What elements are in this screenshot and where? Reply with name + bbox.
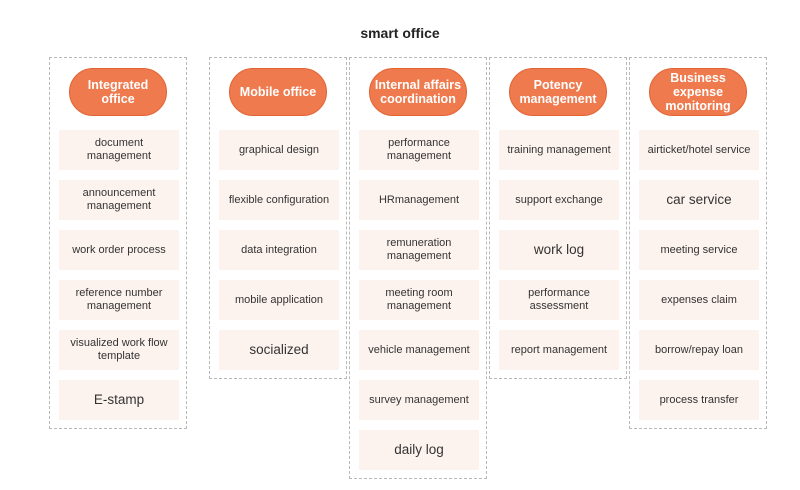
feature-item: mobile application (219, 280, 339, 320)
category-header: Business expense monitoring (649, 68, 747, 116)
feature-item: graphical design (219, 130, 339, 170)
feature-item: remuneration management (359, 230, 479, 270)
category-header: Mobile office (229, 68, 327, 116)
feature-item: borrow/repay loan (639, 330, 759, 370)
feature-item: car service (639, 180, 759, 220)
feature-item: HRmanagement (359, 180, 479, 220)
feature-item: document management (59, 130, 179, 170)
feature-item: data integration (219, 230, 339, 270)
feature-item: announcement management (59, 180, 179, 220)
feature-item: report management (499, 330, 619, 370)
feature-item: survey management (359, 380, 479, 420)
feature-item: meeting service (639, 230, 759, 270)
feature-item: vehicle management (359, 330, 479, 370)
feature-item: support exchange (499, 180, 619, 220)
feature-item: work order process (59, 230, 179, 270)
feature-item: performance management (359, 130, 479, 170)
feature-item: training management (499, 130, 619, 170)
feature-item: E-stamp (59, 380, 179, 420)
feature-item: performance assessment (499, 280, 619, 320)
diagram-title: smart office (360, 25, 440, 41)
column-1: Integrated office document management anno… (49, 57, 187, 429)
category-header: Integrated office (69, 68, 167, 116)
column-2: Mobile office graphical design flexible co… (209, 57, 347, 379)
column-4: Potency management training management sup… (489, 57, 627, 379)
feature-item: socialized (219, 330, 339, 370)
feature-item: expenses claim (639, 280, 759, 320)
column-5: Business expense monitoring airticket/hot… (629, 57, 767, 429)
feature-item: daily log (359, 430, 479, 470)
column-3: Internal affairs coordination performance… (349, 57, 487, 479)
feature-item: visualized work flow template (59, 330, 179, 370)
feature-item: meeting room management (359, 280, 479, 320)
feature-item: process transfer (639, 380, 759, 420)
feature-item: reference number management (59, 280, 179, 320)
category-header: Internal affairs coordination (369, 68, 467, 116)
feature-item: flexible configuration (219, 180, 339, 220)
feature-item: work log (499, 230, 619, 270)
feature-item: airticket/hotel service (639, 130, 759, 170)
category-header: Potency management (509, 68, 607, 116)
